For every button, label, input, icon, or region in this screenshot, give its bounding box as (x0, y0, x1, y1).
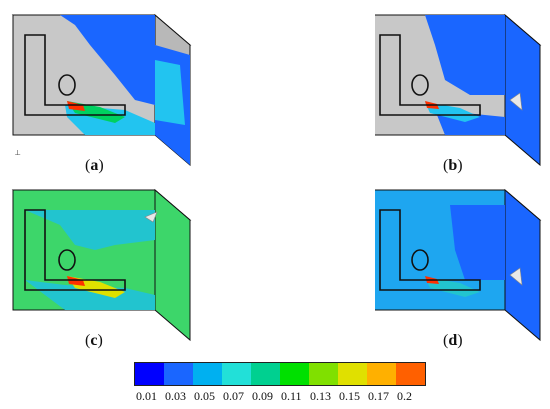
legend-label: 0.05 (194, 389, 215, 403)
legend-label: 0.13 (310, 389, 331, 403)
legend-label: 0.17 (368, 389, 389, 403)
panel-c: (c) (5, 180, 275, 355)
legend-label: 0.2 (397, 389, 412, 403)
caption-b: b (448, 157, 458, 174)
legend-label: 0.07 (223, 389, 244, 403)
legend-swatch (222, 363, 251, 385)
caption-a: a (90, 157, 99, 174)
legend-label: 0.01 (136, 389, 157, 403)
legend-label: 0.15 (339, 389, 360, 403)
legend-swatch (251, 363, 280, 385)
box-render-b (375, 13, 542, 167)
legend-swatch (367, 363, 396, 385)
box-render-a: ⟂ (11, 13, 192, 167)
box-render-c (11, 188, 192, 342)
panel-a: ⟂ (a) (5, 5, 275, 180)
panel-b: (b) (375, 5, 550, 180)
legend-label: 0.09 (252, 389, 273, 403)
legend-label: 0.11 (281, 389, 302, 403)
legend-swatch (338, 363, 367, 385)
legend-swatch (309, 363, 338, 385)
caption-d: d (448, 332, 458, 349)
legend-labels: 0.01 0.03 0.05 0.07 0.09 0.11 0.13 0.15 0.17 0.2 (134, 389, 434, 403)
panel-d: (d) (375, 180, 550, 355)
color-legend: 0.01 0.03 0.05 0.07 0.09 0.11 0.13 0.15 0.17 0.2 (134, 362, 426, 403)
legend-bar (134, 362, 426, 386)
box-render-d (375, 188, 542, 342)
legend-swatch (164, 363, 193, 385)
caption-c: c (90, 332, 98, 349)
legend-swatch (280, 363, 309, 385)
legend-swatch (135, 363, 164, 385)
svg-text:⟂: ⟂ (15, 148, 21, 157)
legend-swatch (396, 363, 425, 385)
legend-label: 0.03 (165, 389, 186, 403)
legend-swatch (193, 363, 222, 385)
